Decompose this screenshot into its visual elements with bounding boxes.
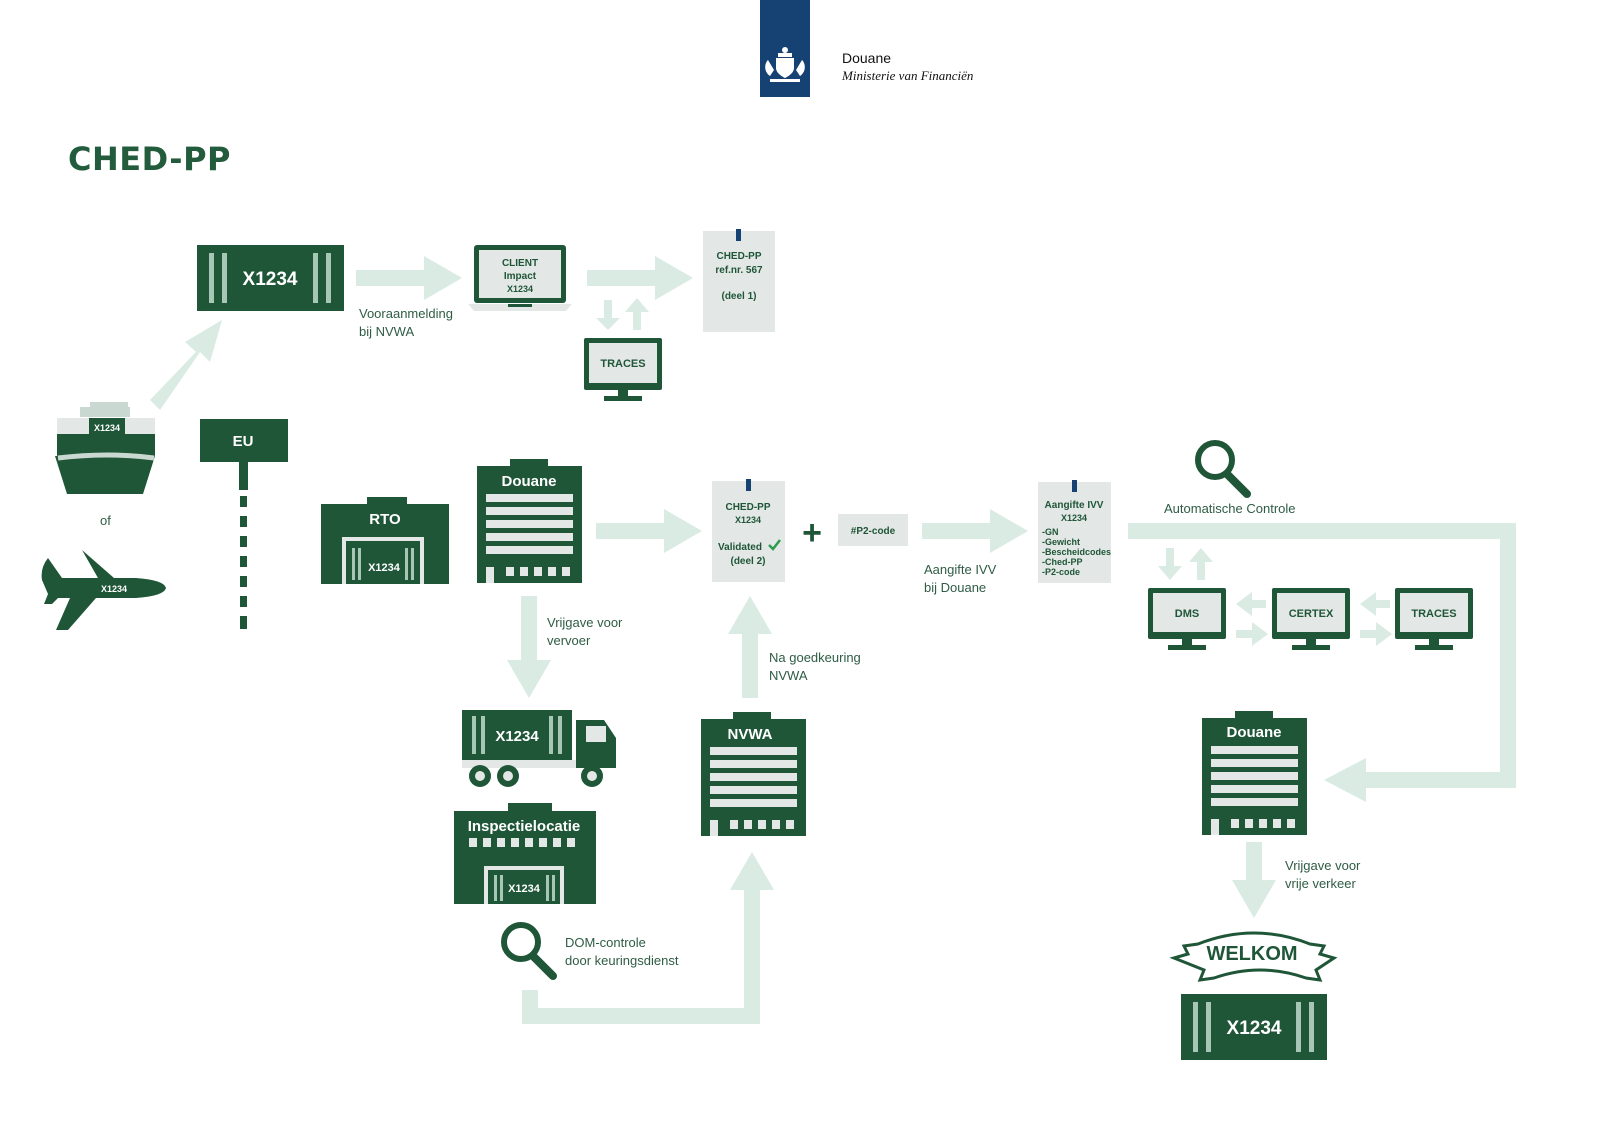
p2-code-label: #P2-code xyxy=(851,526,896,537)
monitor-icon-traces-right: TRACES xyxy=(1395,588,1473,650)
label-na-goedkeuring: Na goedkeuring NVWA xyxy=(769,650,861,683)
arrow-traces-to-certex xyxy=(1360,592,1390,616)
certex-label: CERTEX xyxy=(1289,608,1334,620)
label-vrijgave-vervoer: Vrijgave voor vervoer xyxy=(547,615,623,648)
arrow-dms-to-certex xyxy=(1236,622,1268,646)
plus-icon: + xyxy=(802,514,822,552)
flow-arrows xyxy=(150,256,1516,1024)
ivv-item: -Gewicht xyxy=(1042,537,1080,547)
welkom-label: WELKOM xyxy=(1206,943,1297,965)
container-code-top: X1234 xyxy=(243,269,298,290)
banner-icon: WELKOM xyxy=(1169,931,1338,982)
container-icon-bottom: X1234 xyxy=(1181,994,1327,1060)
page-title: CHED-PP xyxy=(68,140,231,178)
client-line2: Impact xyxy=(504,271,537,282)
label-dom: DOM-controle door keuringsdienst xyxy=(565,935,679,968)
rto-building-icon: RTO X1234 xyxy=(321,497,449,584)
container-code-bottom: X1234 xyxy=(1227,1018,1282,1039)
ched2-line4: (deel 2) xyxy=(730,556,765,567)
label-vooraanmelding: Vooraanmelding bij NVWA xyxy=(359,306,453,339)
arrow-douane-to-ched2 xyxy=(596,509,702,553)
monitor-icon-certex: CERTEX xyxy=(1272,588,1350,650)
plane-code: X1234 xyxy=(101,584,127,594)
dms-label: DMS xyxy=(1175,608,1199,620)
container-icon-top: X1234 xyxy=(197,245,344,311)
monitor-icon-dms: DMS xyxy=(1148,588,1226,650)
inspectie-code: X1234 xyxy=(508,883,541,895)
label-aangifte: Aangifte IVV bij Douane xyxy=(924,562,997,595)
arrow-douane-to-truck xyxy=(507,596,551,698)
ched2-line1: CHED-PP xyxy=(725,502,770,513)
ched1-line3: (deel 1) xyxy=(721,291,756,302)
label-vrijgave-vrij: Vrijgave voor vrije verkeer xyxy=(1285,858,1361,891)
label-automatische: Automatische Controle xyxy=(1164,501,1296,516)
ship-icon: X1234 xyxy=(55,402,155,494)
ivv-item: -GN xyxy=(1042,527,1059,537)
nvwa-building-icon: NVWA xyxy=(701,712,806,836)
inspectielocatie-building-icon: Inspectielocatie X1234 xyxy=(454,803,596,904)
laptop-icon: CLIENT Impact X1234 xyxy=(468,245,572,311)
arrow-container-to-client xyxy=(356,256,462,300)
truck-code: X1234 xyxy=(495,728,539,745)
ivv-item: -Ched-PP xyxy=(1042,557,1083,567)
arrow-ivv-to-dms xyxy=(1158,548,1182,580)
ship-code: X1234 xyxy=(94,423,120,433)
arrow-ship-to-container xyxy=(150,320,222,410)
truck-icon: X1234 xyxy=(462,710,616,787)
traces-top-label: TRACES xyxy=(600,358,645,370)
arrow-dom-loop xyxy=(522,852,774,1024)
arrow-certex-to-traces xyxy=(1360,622,1392,646)
ched-document-2: CHED-PP X1234 Validated (deel 2) xyxy=(712,479,785,582)
arrow-nvwa-to-ched2 xyxy=(728,596,772,698)
ivv-item: -Bescheidcodes xyxy=(1042,547,1111,557)
monitor-icon-traces-top: TRACES xyxy=(584,338,662,401)
checkmark-icon xyxy=(768,539,781,551)
ched2-line2: X1234 xyxy=(735,515,761,525)
nvwa-label: NVWA xyxy=(728,726,773,743)
arrow-client-to-ched xyxy=(587,256,693,300)
arrow-down-traces xyxy=(596,300,620,330)
org-name: Douane xyxy=(842,50,892,66)
magnifier-icon-auto xyxy=(1195,440,1251,498)
ched1-line1: CHED-PP xyxy=(716,251,761,262)
arrow-up-traces xyxy=(625,298,649,330)
eu-label: EU xyxy=(233,433,254,450)
ched2-line3: Validated xyxy=(718,542,762,553)
aangifte-ivv-document: Aangifte IVV X1234 -GN -Gewicht -Beschei… xyxy=(1038,480,1111,583)
arrow-ivv-loop xyxy=(1128,523,1516,802)
p2-code-tag: #P2-code xyxy=(838,514,908,546)
arrow-dms-to-ivv xyxy=(1189,548,1213,580)
arrow-certex-to-dms xyxy=(1236,592,1266,616)
douane-right-label: Douane xyxy=(1226,724,1281,741)
ched-document-1: CHED-PP ref.nr. 567 (deel 1) xyxy=(703,229,775,332)
inspectie-label: Inspectielocatie xyxy=(468,818,581,835)
magnifier-icon-dom xyxy=(501,922,557,980)
client-line3: X1234 xyxy=(507,284,533,294)
arrow-douane-to-welkom xyxy=(1232,842,1276,918)
douane-right-building-icon: Douane xyxy=(1202,711,1307,835)
douane-label: Douane xyxy=(501,473,556,490)
ministry-name: Ministerie van Financiën xyxy=(842,68,974,83)
rto-code: X1234 xyxy=(368,562,401,574)
label-of: of xyxy=(100,513,111,528)
traces-right-label: TRACES xyxy=(1411,608,1456,620)
ched1-line2: ref.nr. 567 xyxy=(715,265,763,276)
eu-border-sign: EU xyxy=(200,419,288,629)
douane-building-icon: Douane xyxy=(477,459,582,583)
client-line1: CLIENT xyxy=(502,258,538,269)
rto-label: RTO xyxy=(369,511,401,528)
crown-logo-icon xyxy=(760,0,810,97)
ivv-code: X1234 xyxy=(1061,513,1087,523)
ivv-title: Aangifte IVV xyxy=(1045,500,1104,511)
ivv-item: -P2-code xyxy=(1042,567,1080,577)
arrow-p2-to-ivv xyxy=(922,509,1028,553)
airplane-icon: X1234 xyxy=(41,550,166,630)
